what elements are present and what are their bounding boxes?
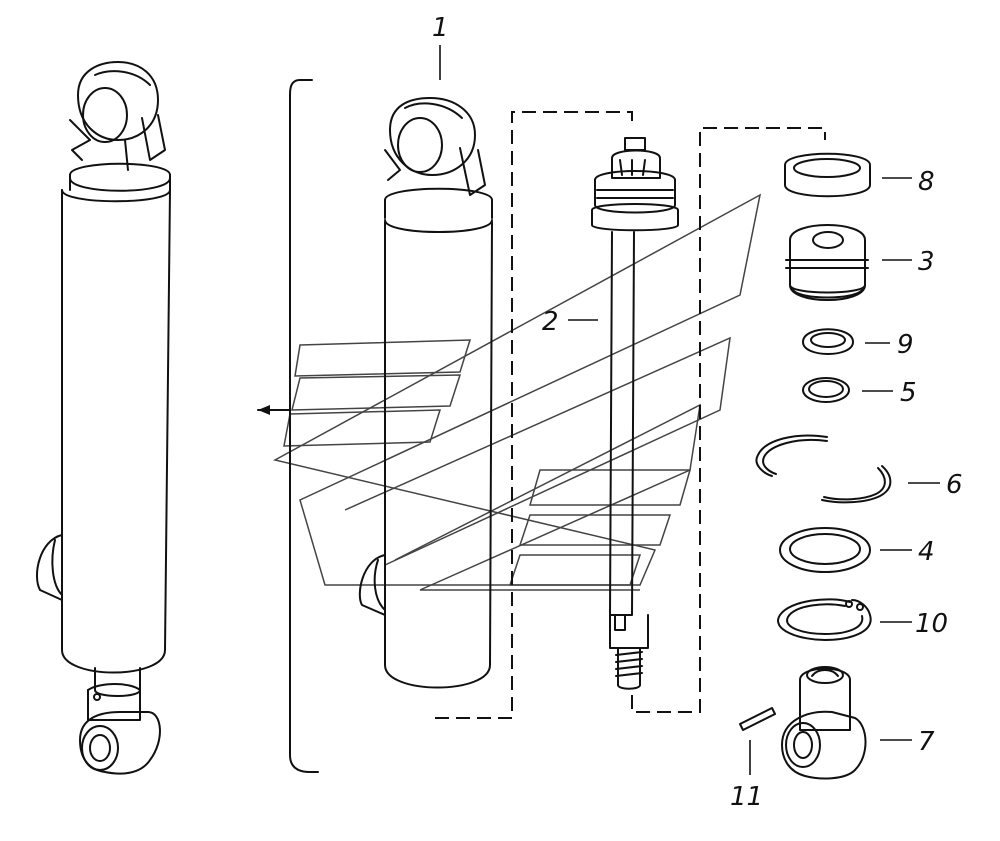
seal-group-bracket (631, 127, 826, 713)
callout-1: 1 (432, 13, 449, 43)
rod-group-bracket (435, 111, 633, 719)
callout-5: 5 (900, 378, 917, 408)
o-ring (802, 377, 850, 403)
callout-11: 11 (730, 782, 763, 812)
gland (785, 224, 869, 301)
piston-rod (591, 137, 679, 690)
callout-10: 10 (915, 609, 948, 639)
callout-8: 8 (918, 167, 935, 197)
guide-ring (784, 152, 871, 198)
callout-2: 2 (542, 307, 559, 337)
watermark-logo (272, 193, 762, 591)
retaining-ring (777, 598, 872, 641)
leader-lines (439, 45, 940, 775)
cylinder-body (358, 97, 493, 689)
rod-end-eye (781, 666, 867, 780)
washer (779, 527, 871, 573)
callout-3: 3 (918, 247, 935, 277)
seal-ring (802, 328, 854, 355)
assembled-cylinder (36, 61, 171, 775)
callout-6: 6 (946, 470, 963, 500)
pin (739, 707, 776, 731)
snap-ring-halves (755, 434, 892, 504)
callout-4: 4 (918, 537, 935, 567)
callout-7: 7 (918, 727, 935, 757)
assembly-bracket (257, 79, 319, 773)
callout-labels: 1 2 3 4 5 6 7 8 9 10 11 (432, 13, 963, 812)
callout-9: 9 (897, 330, 914, 360)
